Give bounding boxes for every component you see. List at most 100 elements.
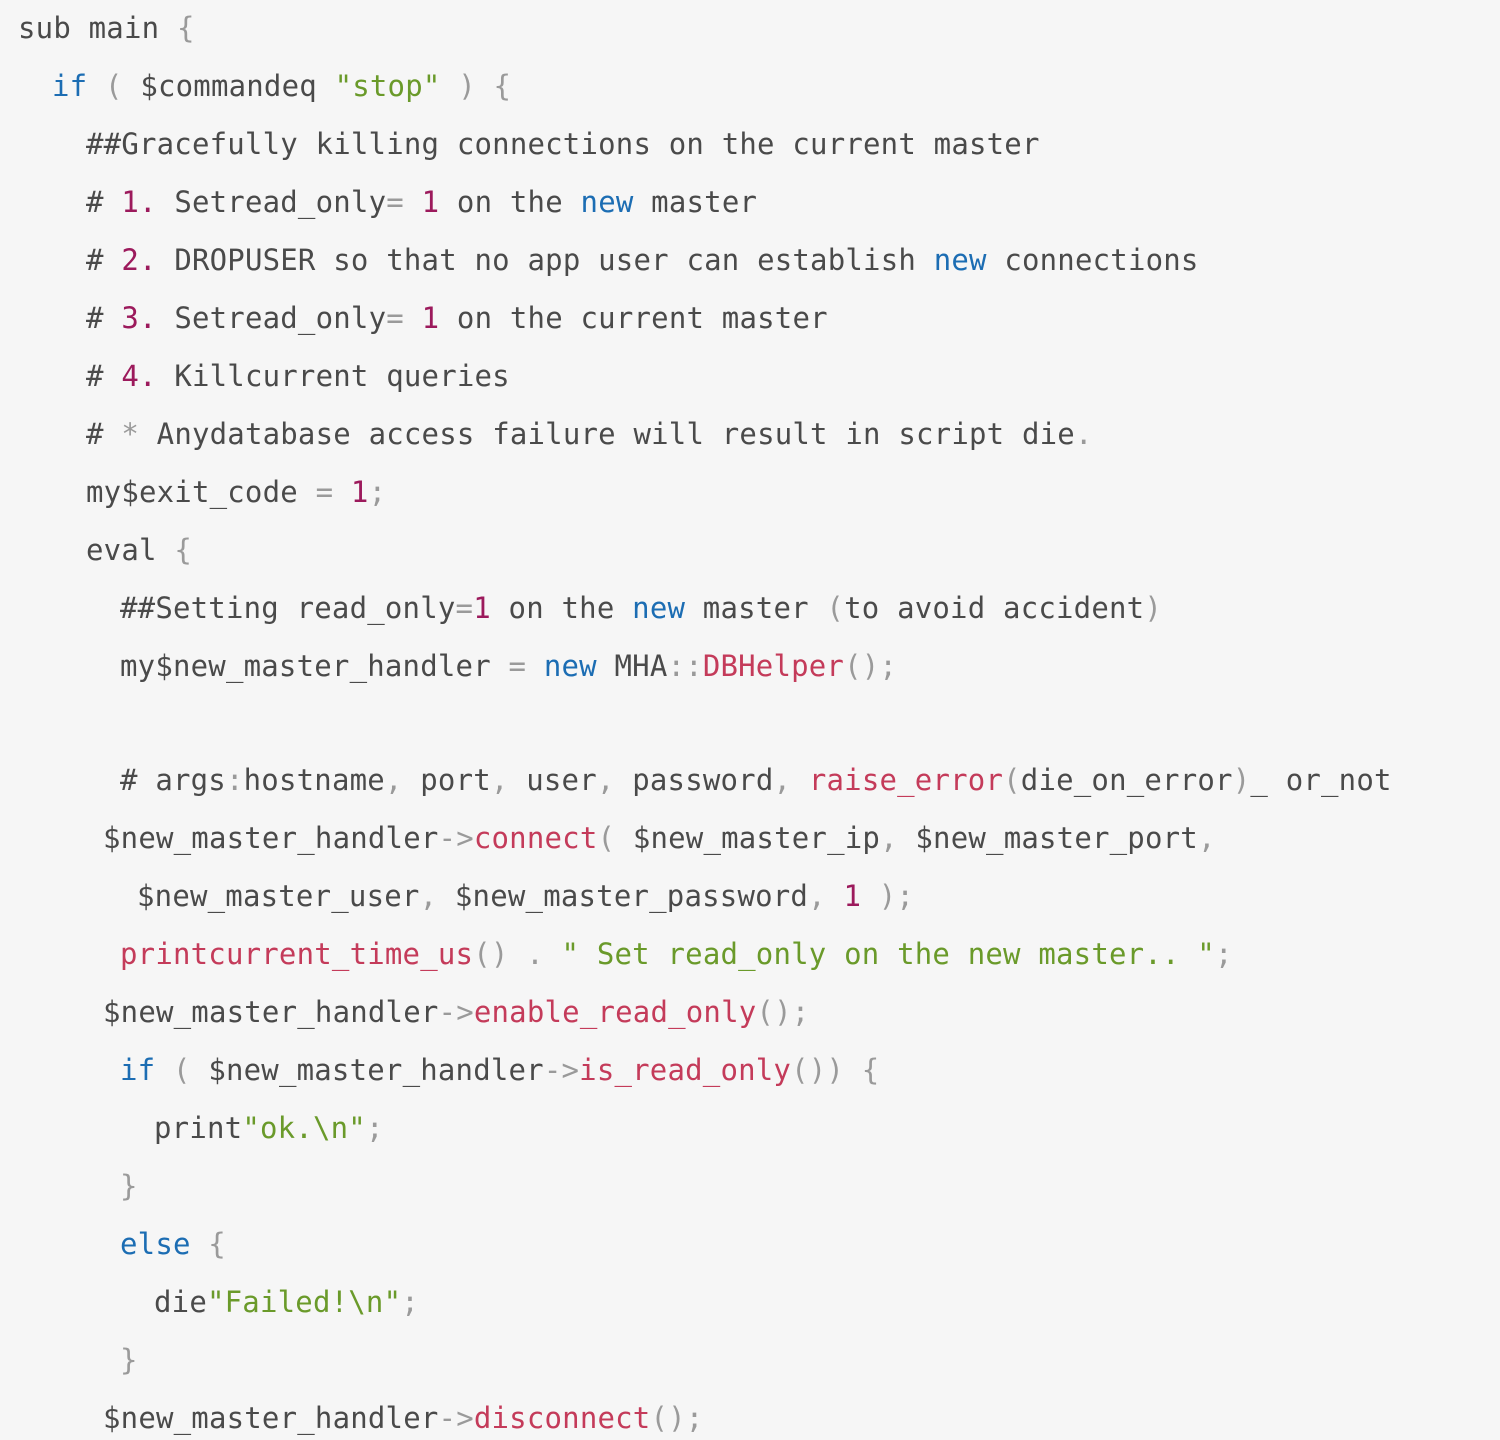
- code-token: =: [386, 301, 404, 335]
- code-token: "stop": [334, 69, 441, 103]
- code-token: enable_read_only: [473, 995, 757, 1029]
- code-token: on the current master: [439, 301, 828, 335]
- code-token: ): [1232, 763, 1251, 797]
- code-token: on the: [439, 185, 581, 219]
- code-token: #: [86, 417, 122, 451]
- code-token: #: [86, 243, 122, 277]
- code-token: $new_master_handler: [103, 1401, 439, 1435]
- code-token: [791, 763, 809, 797]
- code-token: to avoid accident: [844, 591, 1145, 625]
- code-token: if: [120, 1053, 156, 1087]
- code-token: ;: [401, 1285, 419, 1319]
- code-token: ()) {: [791, 1053, 880, 1087]
- code-token: else: [120, 1227, 191, 1261]
- code-token: ,: [419, 879, 438, 913]
- code-token: (: [597, 821, 616, 855]
- code-token: die: [154, 1285, 207, 1319]
- code-token: master: [685, 591, 827, 625]
- code-token: ::: [667, 649, 703, 683]
- code-token: " Set read_only on the new master.. ": [561, 937, 1215, 971]
- code-token: on the: [490, 591, 633, 625]
- code-token: ();: [844, 649, 898, 683]
- code-token: =: [315, 475, 334, 509]
- code-token: ,: [596, 763, 615, 797]
- code-token: $new_master_user: [137, 879, 420, 913]
- code-line: $new_master_handler->connect( $new_maste…: [103, 816, 1216, 860]
- code-token: =: [455, 591, 474, 625]
- code-token: =: [508, 649, 527, 683]
- code-token: );: [861, 879, 915, 913]
- code-token: }: [120, 1169, 138, 1203]
- code-line: ##Setting read_only=1 on the new master …: [120, 586, 1162, 630]
- code-token: $new_master_handler: [103, 821, 439, 855]
- code-line: $new_master_handler->enable_read_only();: [103, 990, 809, 1034]
- code-token: $new_master_password: [437, 879, 809, 913]
- code-line: print"ok.\n";: [154, 1106, 384, 1150]
- code-token: 1.: [121, 185, 157, 219]
- code-token: ->: [438, 821, 474, 855]
- code-token: [826, 879, 844, 913]
- code-token: 3.: [121, 301, 157, 335]
- code-token: 1: [473, 591, 491, 625]
- code-token: port: [402, 763, 491, 797]
- code-token: [526, 649, 544, 683]
- code-token: {: [176, 11, 195, 45]
- code-token: if: [52, 69, 88, 103]
- code-line: # 3. Setread_only= 1 on the current mast…: [86, 296, 828, 340]
- code-token: connect: [473, 821, 598, 855]
- code-line: # 4. Killcurrent queries: [86, 354, 510, 398]
- code-token: ;: [368, 475, 387, 509]
- code-token: new: [933, 243, 987, 277]
- code-token: DBHelper: [702, 649, 845, 683]
- code-line: ##Gracefully killing connections on the …: [86, 122, 1040, 166]
- code-line: }: [120, 1338, 138, 1382]
- code-line: # 2. DROPUSER so that no app user can es…: [86, 238, 1199, 282]
- code-token: 1: [843, 879, 862, 913]
- code-token: MHA: [596, 649, 668, 683]
- code-token: #: [86, 301, 122, 335]
- code-line: sub main {: [18, 6, 195, 50]
- code-token: }: [120, 1343, 138, 1377]
- code-token: ,: [384, 763, 403, 797]
- code-token: ,: [1197, 821, 1216, 855]
- code-line: my$new_master_handler = new MHA::DBHelpe…: [120, 644, 897, 688]
- code-line: $new_master_user, $new_master_password, …: [137, 874, 914, 918]
- code-token: $new_master_handler: [103, 995, 439, 1029]
- code-line: else {: [120, 1222, 226, 1266]
- code-token: 1: [350, 475, 369, 509]
- code-token: $new_master_handler: [208, 1053, 544, 1087]
- code-token: ->: [438, 1401, 474, 1435]
- code-token: 1: [421, 185, 440, 219]
- code-token: hostname: [243, 763, 385, 797]
- code-line: die"Failed!\n";: [154, 1280, 419, 1324]
- code-token: [544, 937, 562, 971]
- code-token: print: [154, 1111, 243, 1145]
- code-token: eval: [86, 533, 175, 567]
- code-token: "ok.\n": [242, 1111, 366, 1145]
- code-token: ;: [365, 1111, 384, 1145]
- code-line: # args:hostname, port, user, password, r…: [120, 758, 1392, 802]
- code-token: 1: [421, 301, 440, 335]
- code-token: (: [87, 69, 141, 103]
- code-token: printcurrent_time_us: [120, 937, 474, 971]
- code-token: ): [1144, 591, 1162, 625]
- code-token: #: [86, 185, 122, 219]
- code-token: ) {: [440, 69, 512, 103]
- code-token: :: [225, 763, 244, 797]
- code-token: (: [1003, 763, 1021, 797]
- code-token: 4.: [121, 359, 157, 393]
- code-token: DROPUSER so that no app user can establi…: [156, 243, 934, 277]
- code-token: new: [543, 649, 597, 683]
- code-token: ->: [438, 995, 474, 1029]
- code-token: ,: [490, 763, 509, 797]
- code-token: {: [190, 1227, 226, 1261]
- code-line: if ( $new_master_handler->is_read_only()…: [120, 1048, 879, 1092]
- code-token: =: [386, 185, 404, 219]
- code-token: password: [614, 763, 774, 797]
- code-token: is_read_only: [579, 1053, 792, 1087]
- code-token: $commandeq: [140, 69, 335, 103]
- code-token: 2.: [121, 243, 157, 277]
- code-token: [333, 475, 351, 509]
- code-token: (: [155, 1053, 209, 1087]
- code-token: ->: [543, 1053, 580, 1087]
